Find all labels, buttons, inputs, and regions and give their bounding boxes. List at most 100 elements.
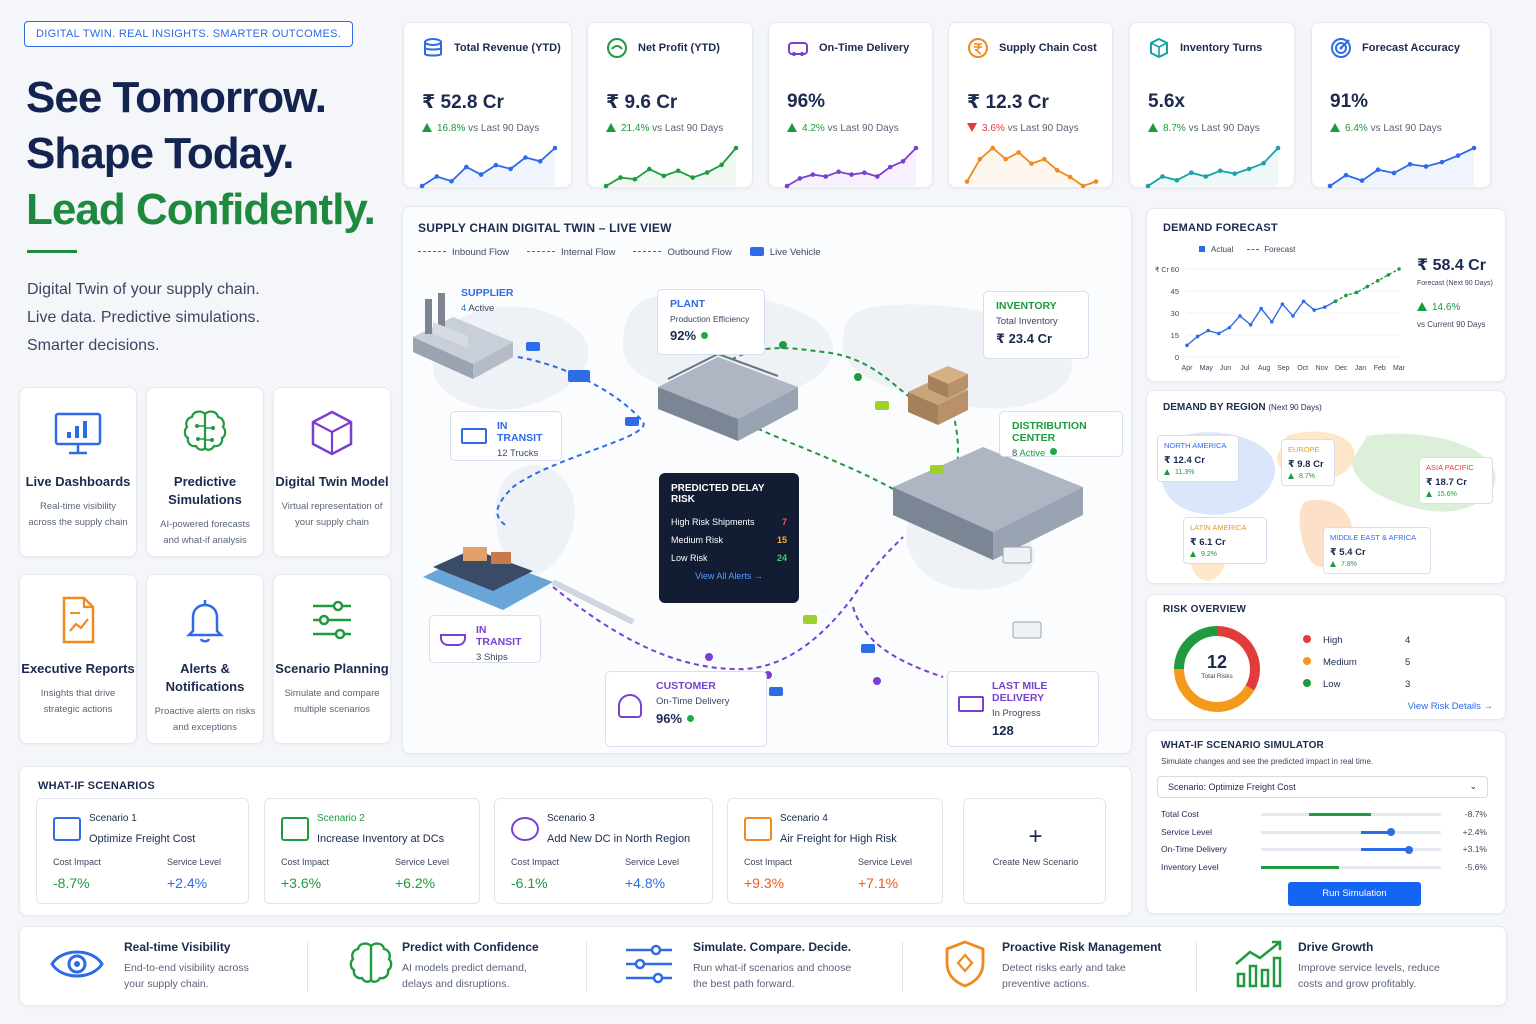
- feature-card-executive-reports[interactable]: Executive Reports Insights that drive st…: [19, 574, 137, 744]
- node-supplier[interactable]: SUPPLIER 4 Active: [461, 287, 514, 314]
- feature-card-scenario-planning[interactable]: Scenario Planning Simulate and compare m…: [273, 574, 391, 744]
- node-label: LAST MILE DELIVERY: [992, 680, 1048, 704]
- kpi-header: Total Revenue (YTD): [422, 37, 561, 59]
- warehouse-icon: [281, 817, 309, 841]
- node-sub: In Progress: [992, 708, 1041, 719]
- box-icon: [1150, 37, 1168, 59]
- twin-map: [413, 293, 1083, 696]
- feature-title: Digital Twin Model: [275, 474, 389, 489]
- kpi-title: Supply Chain Cost: [999, 42, 1097, 54]
- kpi-title: Inventory Turns: [1180, 42, 1263, 54]
- feature-card-digital-twin[interactable]: Digital Twin Model Virtual representatio…: [273, 387, 391, 557]
- sparkline-point: [464, 164, 469, 170]
- simulator-slider[interactable]: [1261, 845, 1441, 854]
- forecast-legend: Actual Forecast: [1199, 245, 1295, 254]
- feature-title: Alerts & Notifications: [165, 661, 245, 694]
- run-simulation-button[interactable]: Run Simulation: [1288, 882, 1421, 906]
- service-level-value: +7.1%: [858, 875, 899, 891]
- sparkline-point: [537, 159, 543, 164]
- feature-card-predictive-simulations[interactable]: Predictive Simulations AI-powered foreca…: [146, 387, 264, 557]
- value-prop-title: Simulate. Compare. Decide.: [693, 940, 852, 954]
- sparkline-point: [1029, 161, 1034, 166]
- node-count: 8 Active: [1012, 448, 1110, 459]
- twin-title: SUPPLY CHAIN DIGITAL TWIN – LIVE VIEW: [418, 221, 672, 235]
- view-all-alerts-link[interactable]: View All Alerts →: [695, 571, 763, 581]
- x-tick-label: Aug: [1258, 365, 1271, 372]
- node-distribution-center[interactable]: DISTRIBUTION CENTER 8 Active: [999, 411, 1123, 459]
- series-point: [1259, 306, 1263, 311]
- scenario-number: Scenario 3: [547, 813, 595, 824]
- feature-desc: Real-time visibility across the supply c…: [28, 501, 128, 528]
- donut-slice-medium: [1174, 668, 1255, 712]
- sparkline-point: [1067, 174, 1073, 180]
- node-inventory[interactable]: INVENTORY Total Inventory ₹ 23.4 Cr: [983, 291, 1089, 359]
- node-customer[interactable]: CUSTOMER On-Time Delivery 96%: [605, 671, 767, 747]
- node-plant[interactable]: PLANT Production Efficiency 92%: [657, 289, 765, 355]
- risk-title: RISK OVERVIEW: [1163, 604, 1246, 615]
- scenario-simulator-card: WHAT-IF SCENARIO SIMULATOR Simulate chan…: [1146, 730, 1506, 914]
- kpi-value: 91%: [1330, 91, 1369, 112]
- view-risk-details-link[interactable]: View Risk Details →: [1407, 701, 1493, 712]
- feature-card-alerts[interactable]: Alerts & Notifications Proactive alerts …: [146, 574, 264, 744]
- node-in-transit-trucks[interactable]: IN TRANSIT 12 Trucks: [450, 411, 562, 461]
- region-value: ₹ 5.4 Cr: [1330, 547, 1366, 558]
- series-point: [1376, 278, 1380, 283]
- hero-sub-2: Live data. Predictive simulations.: [27, 309, 260, 326]
- sparkline-point: [690, 175, 695, 180]
- simulator-slider[interactable]: [1261, 865, 1441, 869]
- hero-divider: [27, 250, 77, 253]
- series-point: [1291, 314, 1295, 318]
- divider: [902, 942, 903, 992]
- series-point: [1227, 325, 1232, 330]
- kpi-sparkline: [419, 145, 558, 189]
- sparkline-point: [675, 168, 681, 174]
- simulator-slider[interactable]: [1261, 828, 1441, 836]
- cost-impact-value: +3.6%: [281, 875, 322, 891]
- region-title: DEMAND BY REGION (Next 90 Days): [1163, 402, 1322, 413]
- scenario-select[interactable]: Scenario: Optimize Freight Cost ⌄: [1157, 776, 1488, 798]
- scenario-number: Scenario 1: [89, 813, 137, 824]
- node-sub: On-Time Delivery: [656, 696, 730, 707]
- service-level-label: Service Level: [167, 857, 222, 867]
- donut-slice-high: [1216, 626, 1260, 691]
- node-last-mile[interactable]: LAST MILE DELIVERY In Progress 128: [947, 671, 1099, 747]
- create-scenario-button[interactable]: + Create New Scenario: [963, 798, 1106, 904]
- create-scenario-label: Create New Scenario: [992, 857, 1079, 867]
- node-sub: Production Efficiency: [670, 314, 750, 324]
- simulator-slider[interactable]: [1261, 813, 1441, 816]
- divider: [1196, 942, 1197, 992]
- region-value: ₹ 6.1 Cr: [1190, 537, 1226, 548]
- sparkline-point: [552, 145, 558, 151]
- sparkline-point: [1003, 156, 1008, 162]
- feature-card-live-dashboards[interactable]: Live Dashboards Real-time visibility acr…: [19, 387, 137, 557]
- sparkline-point: [1055, 168, 1060, 173]
- y-tick-label: 0: [1175, 353, 1179, 362]
- sparkline-point: [1160, 174, 1165, 179]
- sparkline-point: [618, 175, 623, 180]
- node-in-transit-ships[interactable]: IN TRANSIT 3 Ships: [429, 615, 541, 663]
- service-level-label: Service Level: [395, 857, 450, 867]
- cost-impact-label: Cost Impact: [53, 857, 102, 867]
- delay-risk-title: PREDICTED DELAY RISK: [671, 483, 765, 505]
- delivery-truck-icon: [958, 696, 984, 712]
